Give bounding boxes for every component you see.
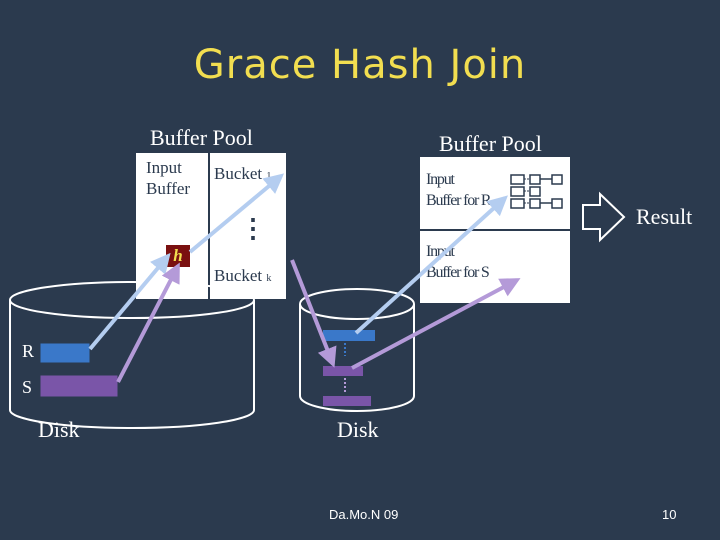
match-icon-row-3 xyxy=(510,198,563,209)
match-icon-row-1 xyxy=(510,174,563,185)
s-partition-bottom xyxy=(323,396,371,406)
input-buffer-s-label: Input Buffer for S xyxy=(426,243,490,281)
bucket-ellipsis: ⋮ xyxy=(240,213,266,243)
s-partition-mid xyxy=(323,366,363,376)
match-icon-row-2 xyxy=(510,186,541,197)
input-buffer-r-label: Input Buffer for R xyxy=(426,171,492,209)
left-buffer-pool-panel: Input Buffer Bucket 1 ⋮ h Bucket k xyxy=(136,153,286,299)
footer-text: Da.Mo.N 09 xyxy=(329,507,399,522)
result-arrow-icon xyxy=(582,191,626,243)
arrow-disk-to-input-r xyxy=(354,195,508,335)
right-disk-cylinder xyxy=(299,288,415,412)
arrow-r-to-hash xyxy=(88,252,171,351)
left-buffer-pool-title: Buffer Pool xyxy=(150,125,253,150)
divider xyxy=(420,229,570,231)
right-buffer-pool-title: Buffer Pool xyxy=(439,131,542,156)
relation-r-block xyxy=(39,342,91,364)
page-number: 10 xyxy=(662,507,677,522)
arrow-s-to-hash xyxy=(116,262,180,383)
relation-r-label: R xyxy=(22,341,35,361)
arrow-hash-to-bucket-1 xyxy=(188,173,285,254)
left-disk-cylinder xyxy=(9,281,255,429)
divider xyxy=(208,153,210,299)
right-buffer-pool-panel: Input Buffer for R Input Buffer for S xyxy=(420,157,570,303)
arrow-disk-to-input-s xyxy=(351,278,521,370)
arrow-bucket-k-to-disk xyxy=(290,259,337,368)
relation-s-label: S xyxy=(22,377,33,397)
result-label: Result xyxy=(636,204,693,229)
relation-s-block xyxy=(39,374,119,398)
right-disk-label: Disk xyxy=(337,417,379,442)
left-disk-label: Disk xyxy=(38,417,80,442)
hash-function-box: h xyxy=(166,245,190,267)
input-buffer-label: Input Buffer xyxy=(146,158,191,198)
r-partition-top xyxy=(323,330,375,341)
slide-title: Grace Hash Join xyxy=(193,42,527,88)
bucket-k-label: Bucket k xyxy=(214,266,272,285)
